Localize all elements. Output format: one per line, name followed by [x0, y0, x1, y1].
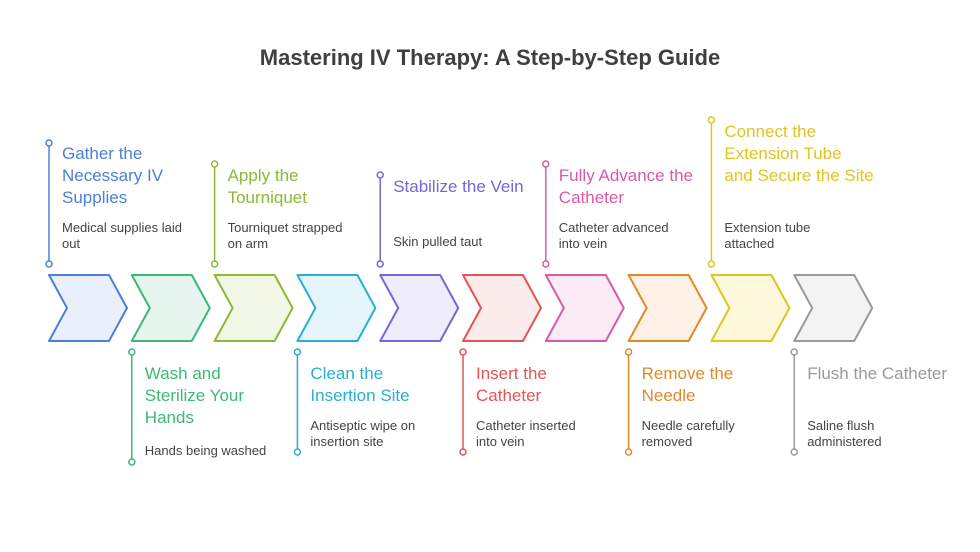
step-title-4: Clean the Insertion Site	[310, 364, 410, 405]
step-description-9: Extension tube attached	[724, 220, 811, 251]
step-chevron-7	[544, 274, 625, 342]
step-title-10: Flush the Catheter	[807, 364, 948, 383]
step-title-9: Connect the Extension Tube and Secure th…	[724, 122, 874, 185]
step-connector-dot-2-bottom	[128, 458, 136, 466]
step-chevron-2	[130, 274, 211, 342]
step-connector-dot-10-top	[790, 348, 798, 356]
step-title-8: Remove the Needle	[641, 364, 734, 405]
step-title-3: Apply the Tourniquet	[227, 166, 307, 207]
step-connector-dot-4-top	[293, 348, 302, 356]
step-connector-dot-5-top	[376, 171, 384, 179]
step-chevron-6	[462, 274, 542, 342]
step-description-1: Medical supplies laid out	[62, 220, 182, 251]
step-description-5: Skin pulled taut	[393, 234, 483, 249]
step-connector-dot-7-bottom	[542, 260, 550, 268]
step-connector-dot-5-bottom	[376, 260, 384, 268]
step-connector-dot-9-bottom	[707, 260, 716, 268]
step-connector-dot-3-bottom	[210, 260, 219, 268]
step-chevron-10	[793, 274, 874, 342]
step-description-7: Catheter advanced into vein	[558, 220, 669, 251]
step-description-6: Catheter inserted into vein	[476, 418, 576, 449]
step-chevron-4	[296, 274, 377, 342]
step-connector-dot-3-top	[210, 160, 219, 168]
step-connector-dot-1-bottom	[45, 260, 53, 268]
step-description-3: Tourniquet strapped on arm	[227, 220, 343, 251]
step-title-1: Gather the Necessary IV Supplies	[62, 144, 164, 207]
step-description-10: Saline flush administered	[807, 418, 882, 449]
step-chevron-3	[213, 274, 294, 342]
step-connector-dot-10-bottom	[790, 448, 798, 456]
step-description-8: Needle carefully removed	[641, 418, 735, 449]
step-chevron-1	[48, 274, 128, 342]
step-title-2: Wash and Sterilize Your Hands	[144, 364, 245, 427]
step-description-2: Hands being washed	[144, 443, 267, 458]
page-title: Mastering IV Therapy: A Step-by-Step Gui…	[259, 45, 721, 70]
step-connector-dot-2-top	[128, 348, 136, 356]
step-connector-dot-8-top	[624, 348, 633, 356]
step-connector-dot-1-top	[45, 139, 53, 147]
step-description-4: Antiseptic wipe on insertion site	[310, 418, 416, 449]
step-connector-dot-7-top	[542, 160, 550, 168]
step-chevron-8	[627, 274, 708, 342]
step-title-6: Insert the Catheter	[476, 364, 547, 405]
step-chevron-5	[379, 274, 460, 342]
step-connector-dot-4-bottom	[293, 448, 302, 456]
step-chevron-9	[710, 274, 791, 342]
step-title-7: Fully Advance the Catheter	[558, 166, 693, 207]
step-connector-dot-9-top	[707, 116, 716, 124]
step-title-5: Stabilize the Vein	[393, 177, 524, 196]
step-connector-dot-6-bottom	[459, 448, 467, 456]
step-connector-dot-8-bottom	[624, 448, 633, 456]
step-connector-dot-6-top	[459, 348, 467, 356]
